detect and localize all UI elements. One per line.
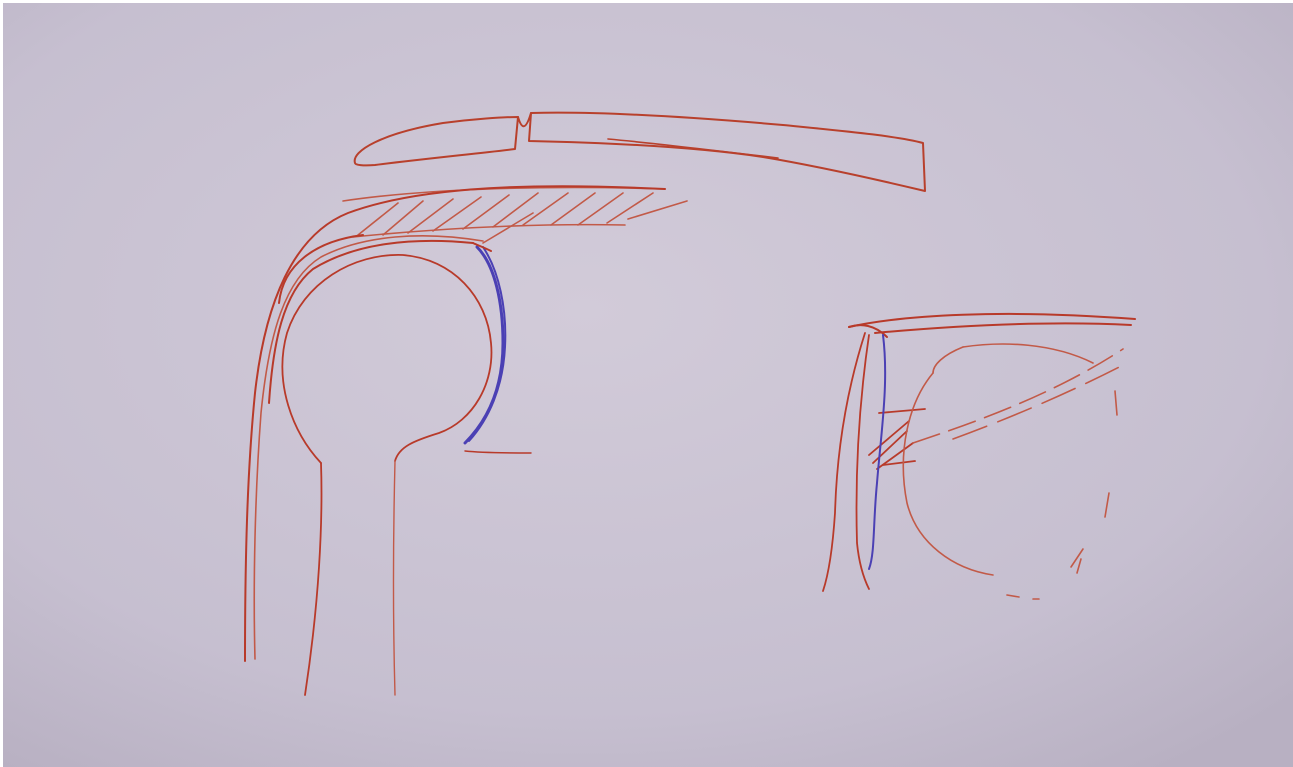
paper-background: [3, 3, 1293, 767]
pencil-sketch: [3, 3, 1293, 767]
